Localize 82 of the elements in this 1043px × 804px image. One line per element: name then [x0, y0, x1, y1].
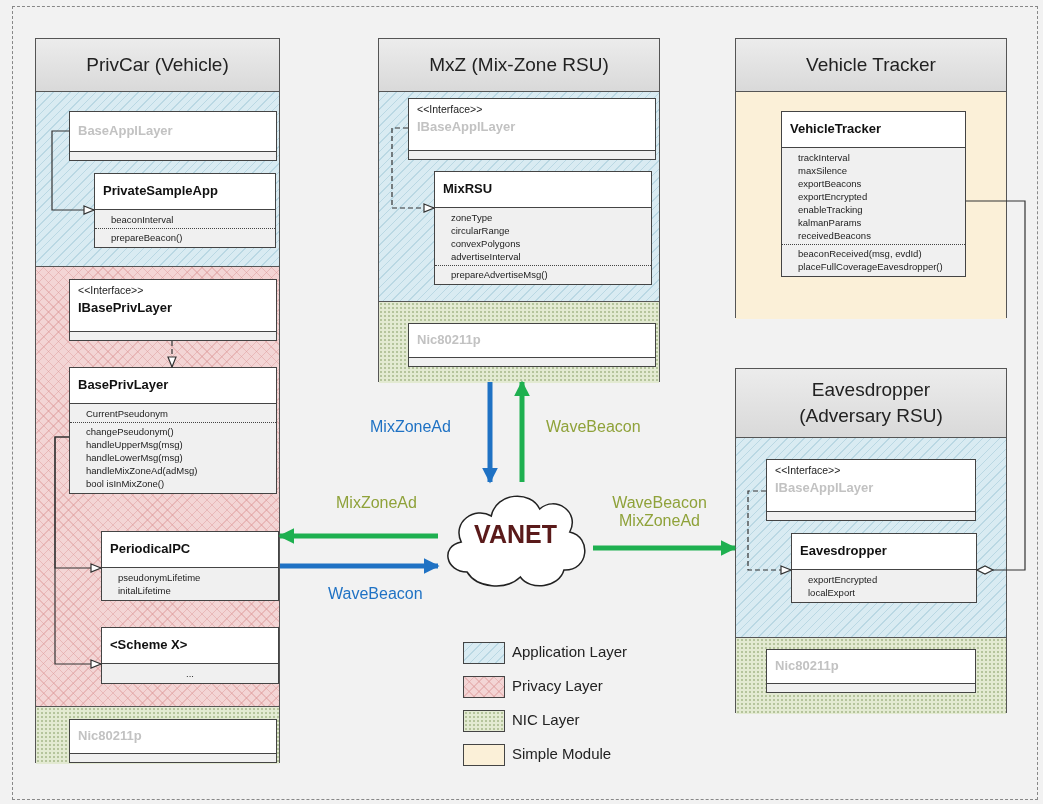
attribute-text: exportBeacons: [798, 177, 863, 190]
method-text: handleUpperMsg(msg): [86, 438, 184, 451]
class-box: [408, 323, 656, 367]
class-name: IBaseApplLayer: [775, 480, 875, 495]
attribute-text: initalLifetime: [118, 584, 172, 597]
arrow: [280, 558, 440, 574]
module-box: [735, 38, 1007, 318]
method-text: placeFullCoverageEavesdropper(): [798, 260, 944, 273]
class-box: [766, 459, 976, 521]
method-text: handleMixZoneAd(adMsg): [86, 464, 199, 477]
class-box: [94, 173, 276, 248]
legend-text: Application Layer: [512, 643, 628, 660]
class-name: Eavesdropper: [800, 543, 888, 558]
attribute-text: localExport: [808, 586, 856, 599]
class-name: <Scheme X>: [110, 637, 189, 652]
attribute-text: convexPolygons: [451, 237, 522, 250]
class-box: [101, 531, 279, 601]
class-name: Nic80211p: [417, 332, 482, 347]
connector-line: [391, 127, 435, 213]
class-box: [766, 649, 976, 693]
attribute-text: zoneType: [451, 211, 494, 224]
class-name: PrivateSampleApp: [103, 183, 219, 198]
module-box: [378, 38, 660, 382]
connector-line: [51, 130, 95, 215]
connector-line: [167, 340, 177, 368]
arrow: [278, 528, 438, 544]
arrow: [593, 540, 737, 556]
class-name: PeriodicalPC: [110, 541, 192, 556]
attribute-text: beaconInterval: [111, 213, 175, 226]
module-box: [35, 38, 280, 763]
stereotype-label: <<Interface>>: [417, 103, 484, 115]
attribute-text: exportEncrypted: [798, 190, 869, 203]
attribute-text: CurrentPseudonym: [86, 407, 169, 420]
method-text: bool isInMixZone(): [86, 477, 166, 490]
class-box: [101, 627, 279, 684]
module-title: MxZ (Mix-Zone RSU): [429, 53, 609, 77]
arrow: [482, 382, 498, 484]
class-name: BaseApplLayer: [78, 123, 174, 138]
class-box: [69, 111, 277, 161]
attribute-text: trackInterval: [798, 151, 851, 164]
attribute-text: kalmanParams: [798, 216, 863, 229]
class-box: [69, 279, 277, 341]
method-text: handleLowerMsg(msg): [86, 451, 184, 464]
class-name: MixRSU: [443, 181, 494, 196]
class-box: [781, 111, 966, 277]
method-text: prepareBeacon(): [111, 231, 184, 244]
arrow: [514, 380, 530, 482]
attribute-text: circularRange: [451, 224, 511, 237]
class-box: [791, 533, 977, 603]
module-title: Eavesdropper (Adversary RSU): [798, 378, 944, 428]
attribute-text: advertiseInterval: [451, 250, 522, 263]
class-name: Nic80211p: [775, 658, 840, 673]
class-box: [408, 98, 656, 160]
class-box: [69, 367, 277, 494]
stereotype-label: <<Interface>>: [78, 284, 145, 296]
method-text: changePseudonym(): [86, 425, 175, 438]
class-name: Nic80211p: [78, 728, 143, 743]
class-name: IBaseApplLayer: [417, 119, 517, 134]
module-title: PrivCar (Vehicle): [86, 53, 229, 77]
method-text: prepareAdvertiseMsg(): [451, 268, 549, 281]
connector-line: [747, 490, 792, 575]
legend-text: Simple Module: [512, 745, 612, 762]
class-box: [434, 171, 652, 285]
connector-line: [965, 200, 1026, 575]
module-box: [735, 368, 1007, 713]
cloud-label: VANET: [473, 520, 558, 549]
legend-text: Privacy Layer: [512, 677, 603, 694]
method-text: beaconReceived(msg, evdId): [798, 247, 923, 260]
attribute-text: pseudonymLifetime: [118, 571, 202, 584]
attribute-text: ...: [185, 667, 195, 680]
connector-line: [54, 436, 102, 669]
attribute-text: maxSilence: [798, 164, 849, 177]
class-box: [69, 719, 277, 763]
class-name: VehicleTracker: [790, 121, 883, 136]
attribute-text: receivedBeacons: [798, 229, 872, 242]
class-name: BasePrivLayer: [78, 377, 170, 392]
legend-text: NIC Layer: [512, 711, 580, 728]
class-name: IBasePrivLayer: [78, 300, 173, 315]
attribute-text: exportEncrypted: [808, 573, 879, 586]
stereotype-label: <<Interface>>: [775, 464, 842, 476]
attribute-text: enableTracking: [798, 203, 864, 216]
module-title: Vehicle Tracker: [806, 53, 936, 77]
